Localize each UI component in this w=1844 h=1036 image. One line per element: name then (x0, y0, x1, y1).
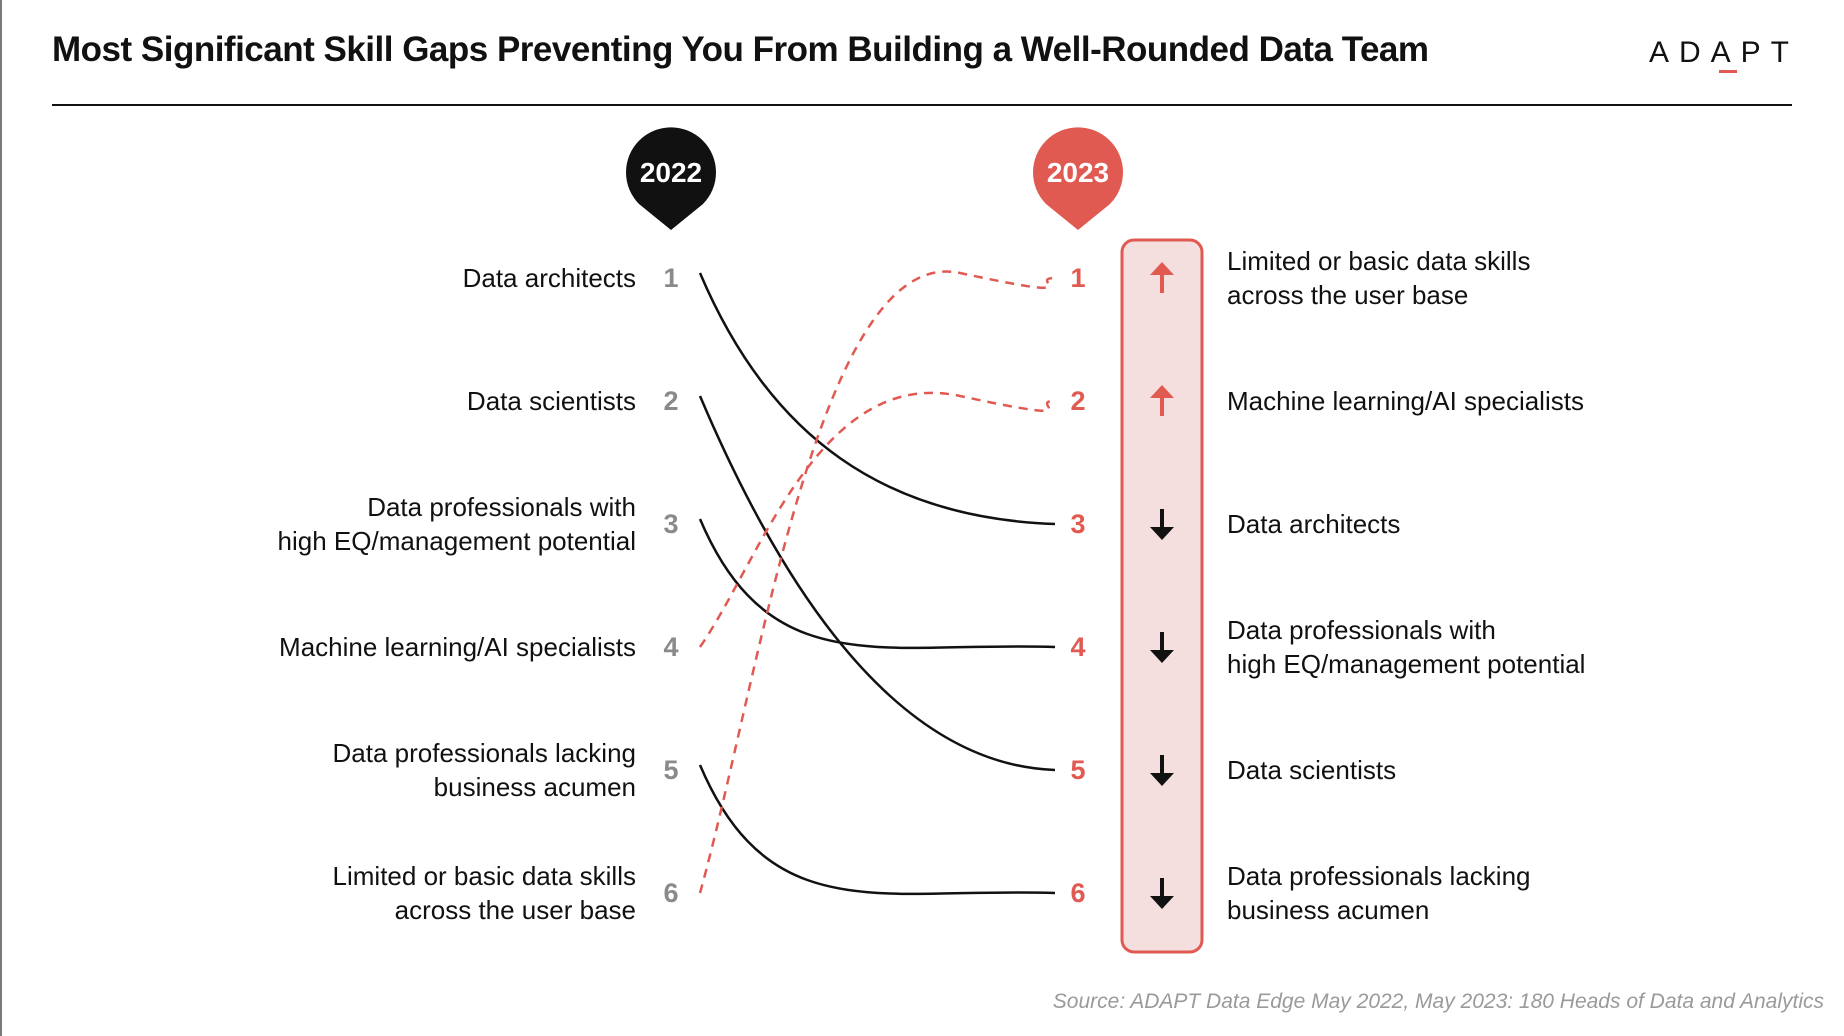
logo-accent-mark (1719, 70, 1737, 73)
arrow-up-icon-1 (1150, 262, 1174, 293)
label-2023-rank-5-line-1: Data scientists (1227, 755, 1396, 785)
label-2023-rank-2-line-1: Machine learning/AI specialists (1227, 386, 1584, 416)
label-2023-rank-3-line-1: Data architects (1227, 509, 1400, 539)
arrow-down-icon-6 (1150, 878, 1174, 909)
label-2023-rank-6-line-1: Data professionals lacking (1227, 861, 1531, 891)
label-2023-rank-4-line-2: high EQ/management potential (1227, 649, 1585, 679)
rank-2022-2: 2 (663, 386, 678, 416)
label-2022-rank-4-line-1: Machine learning/AI specialists (279, 632, 636, 662)
label-2023-rank-1-line-1: Limited or basic data skills (1227, 246, 1530, 276)
rank-2023-2: 2 (1070, 386, 1085, 416)
arrow-down-icon-5 (1150, 755, 1174, 786)
year-2023-label: 2023 (1047, 157, 1109, 188)
rank-2023-3: 3 (1070, 509, 1085, 539)
label-2022-rank-6-line-1: Limited or basic data skills (333, 861, 636, 891)
rank-2022-3: 3 (663, 509, 678, 539)
label-2022-rank-3-line-1: Data professionals with (367, 492, 636, 522)
rank-2022-6: 6 (663, 878, 678, 908)
left-edge-border (0, 0, 2, 1036)
label-2022-rank-2-line-1: Data scientists (467, 386, 636, 416)
source-note: Source: ADAPT Data Edge May 2022, May 20… (1052, 990, 1824, 1013)
rank-2023-4: 4 (1070, 632, 1085, 662)
year-2022-pin (626, 127, 717, 230)
arrow-up-icon-2 (1150, 385, 1174, 416)
arrow-down-icon-4 (1150, 632, 1174, 663)
connector-3-to-4 (698, 518, 1056, 650)
label-2023-rank-6-line-2: business acumen (1227, 895, 1429, 925)
rank-2022-1: 1 (663, 263, 678, 293)
connector-1-to-3 (698, 272, 1056, 526)
year-2022-label: 2022 (640, 157, 702, 188)
change-indicator-band (1120, 238, 1204, 954)
label-2022-rank-1-line-1: Data architects (463, 263, 636, 293)
label-2022-rank-6-line-2: across the user base (395, 895, 636, 925)
connector-6-to-1 (698, 270, 1056, 894)
label-2023-rank-4-line-1: Data professionals with (1227, 615, 1496, 645)
label-2022-rank-3-line-2: high EQ/management potential (278, 526, 636, 556)
rank-2023-1: 1 (1070, 263, 1085, 293)
rank-2022-4: 4 (663, 632, 678, 662)
chart-title: Most Significant Skill Gaps Preventing Y… (52, 30, 1429, 69)
adapt-logo: ADAPT (1648, 36, 1799, 69)
rank-2023-5: 5 (1070, 755, 1085, 785)
rank-2022-5: 5 (663, 755, 678, 785)
year-2023-pin (1033, 127, 1123, 230)
connector-2-to-5 (698, 395, 1056, 772)
label-2023-rank-1-line-2: across the user base (1227, 280, 1468, 310)
arrow-down-icon-3 (1150, 509, 1174, 540)
label-2022-rank-5-line-2: business acumen (434, 772, 636, 802)
title-divider (52, 104, 1792, 106)
connector-4-to-2 (698, 391, 1056, 648)
label-2022-rank-5-line-1: Data professionals lacking (333, 738, 637, 768)
connector-5-to-6 (698, 764, 1056, 896)
rank-2023-6: 6 (1070, 878, 1085, 908)
